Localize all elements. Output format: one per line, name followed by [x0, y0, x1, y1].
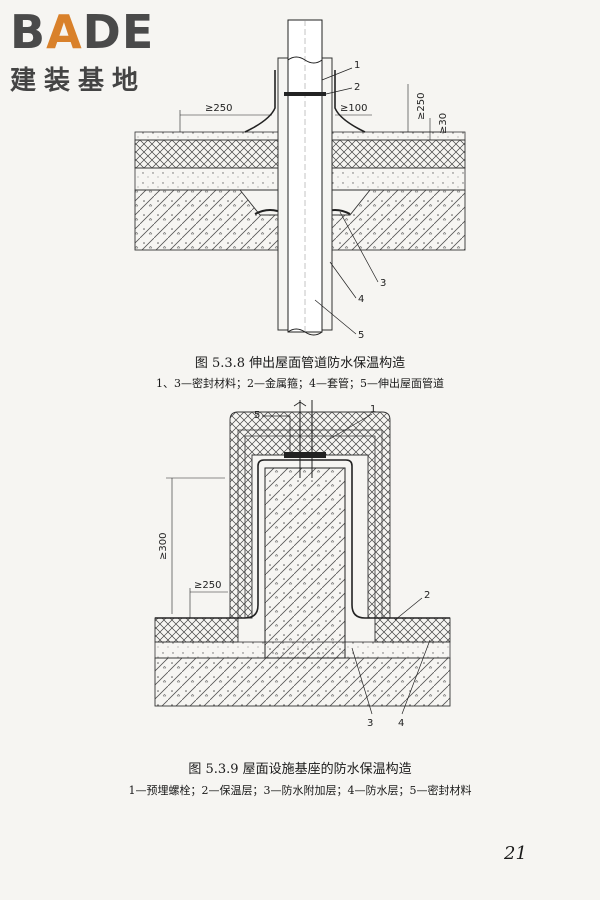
fig1-label-4: 4 [358, 294, 364, 305]
figure-1-diagram: 1 2 3 4 5 ≥250 ≥100 ≥250 ≥30 [134, 19, 466, 341]
figure-2-diagram: 5 1 2 3 4 ≥300 ≥250 [154, 400, 451, 729]
fig1-dim-left: ≥250 [205, 103, 232, 114]
figure-2-legend: 1—预埋螺栓；2—保温层；3—防水附加层；4—防水层；5—密封材料 [128, 784, 472, 797]
waterproof-layer [155, 459, 450, 619]
page-number: 21 [504, 843, 527, 864]
fig2-label-3: 3 [367, 718, 373, 729]
fig1-dim-mid: ≥100 [340, 103, 367, 114]
logo-subtitle: 建装基地 [10, 66, 147, 96]
brand-logo: BADE 建装基地 [10, 8, 180, 97]
fig1-dim-up: ≥250 [416, 93, 427, 120]
fig1-dim-30: ≥30 [438, 113, 449, 134]
logo-wordmark: BADE [10, 5, 155, 59]
membrane-upturn-right [334, 70, 366, 133]
fig2-label-1: 1 [370, 404, 376, 415]
metal-clamp [284, 92, 326, 96]
fig2-dim-250: ≥250 [194, 580, 221, 591]
fig2-label-2: 2 [424, 590, 430, 601]
roof-slab-2 [154, 657, 451, 707]
fig1-label-2: 2 [354, 82, 360, 93]
equipment-base [264, 467, 346, 659]
fig2-label-5: 5 [254, 410, 260, 421]
figure-2-caption: 图 5.3.9 屋面设施基座的防水保温构造 [188, 762, 412, 777]
figure-1-legend: 1、3—密封材料；2—金属箍；4—套管；5—伸出屋面管道 [156, 377, 444, 390]
fig2-label-4: 4 [398, 718, 404, 729]
fig1-label-5: 5 [358, 330, 364, 341]
figure-1-caption: 图 5.3.8 伸出屋面管道防水保温构造 [194, 356, 406, 371]
fig2-dim-300: ≥300 [158, 533, 169, 560]
fig1-label-3: 3 [380, 278, 386, 289]
membrane-upturn-left [244, 70, 276, 133]
fig1-label-1: 1 [354, 60, 360, 71]
